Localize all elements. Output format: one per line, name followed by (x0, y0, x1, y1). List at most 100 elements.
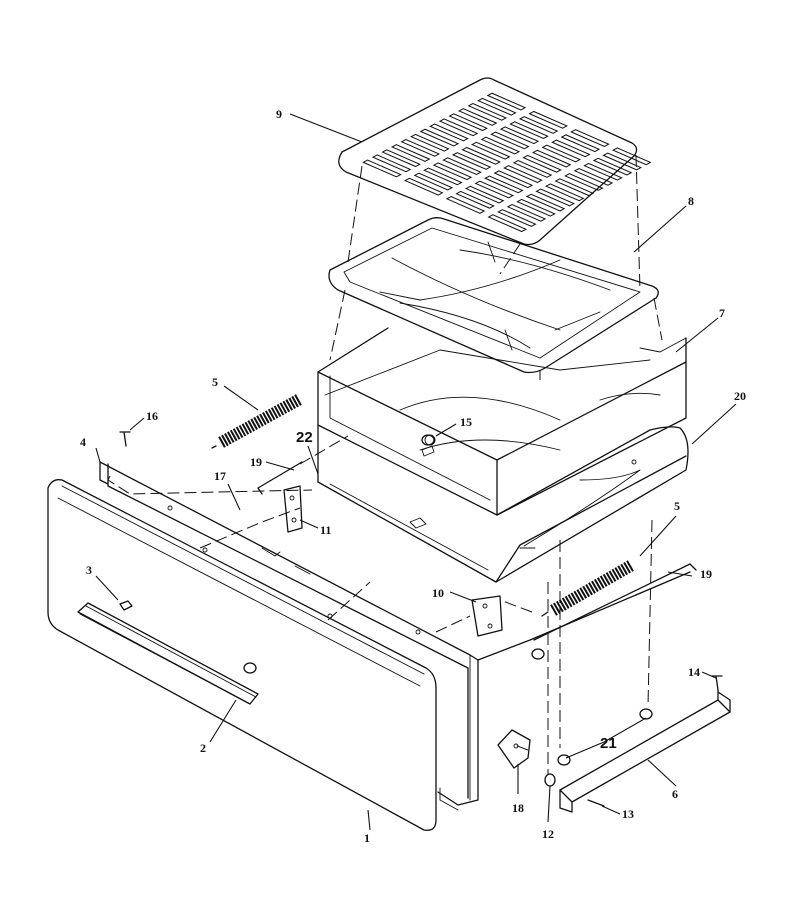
grid-slot (381, 149, 421, 168)
label-part-18: 18 (512, 801, 524, 815)
spring-coil (593, 578, 602, 591)
drawer-front-panel (47, 479, 437, 831)
label-part-6: 6 (672, 787, 678, 801)
grid-slot (484, 175, 524, 194)
grid-slot (451, 152, 492, 170)
spring-coil (599, 575, 608, 587)
spring-coil (259, 413, 267, 426)
spring-coil (608, 570, 617, 582)
drawer-rail (559, 689, 731, 813)
label-part-22: 22 (296, 429, 313, 446)
spring-coil (256, 415, 264, 427)
spring-coil (591, 580, 599, 593)
drawer-frame-panel (99, 461, 691, 811)
grid-slot (516, 198, 556, 217)
spring-coil (244, 421, 253, 434)
spring-coil (570, 592, 579, 604)
label-part-13: 13 (622, 807, 634, 821)
spring-coil (558, 599, 567, 611)
grid-slot (535, 188, 575, 207)
leader-lines (95, 113, 737, 831)
spring-coil (224, 433, 232, 445)
label-part-16: 16 (146, 409, 158, 423)
spring-coil (582, 585, 591, 598)
grid-slot (493, 170, 534, 189)
spring-coil (588, 582, 596, 594)
grid-slot (544, 183, 585, 202)
spring-coil (282, 400, 291, 413)
spring-coil (235, 426, 244, 439)
spring-coil (285, 399, 294, 411)
grid-slot (487, 214, 528, 233)
spring-coil (617, 565, 626, 577)
spring-coil (273, 405, 282, 418)
spring-coil (267, 408, 276, 421)
label-part-3: 3 (86, 563, 92, 577)
spring-coil (626, 560, 634, 572)
spring-coil (276, 403, 285, 416)
drawer-handle (77, 602, 259, 705)
grid-slot (499, 126, 540, 145)
spring-coil (553, 602, 561, 615)
spring-coil (294, 394, 302, 406)
grid-slot (583, 162, 623, 181)
grid-slot (611, 147, 652, 166)
grid-slot (564, 173, 604, 191)
grid-slot (503, 165, 543, 183)
label-part-19-upper: 19 (250, 455, 262, 469)
grid-slot (551, 139, 591, 158)
grid-slot (400, 138, 441, 157)
grid-slot (419, 128, 460, 147)
grid-slot (457, 108, 498, 126)
label-part-21: 21 (600, 735, 617, 752)
grid-slot (518, 116, 559, 134)
grid-slot (490, 131, 530, 150)
spring-coil (218, 436, 226, 448)
label-part-7: 7 (719, 306, 725, 320)
grid-slot (573, 167, 614, 186)
label-part-12: 12 (542, 827, 554, 841)
spring-coil (250, 418, 258, 430)
spring-coil (567, 594, 576, 606)
spring-coil (247, 420, 256, 432)
grid-slot (570, 129, 610, 147)
spring-coil (602, 573, 611, 586)
label-part-17: 17 (214, 469, 226, 483)
grid-slot (429, 123, 469, 142)
grid-slot (512, 160, 553, 178)
grid-slot (413, 172, 454, 191)
grid-slot (474, 180, 515, 199)
grid-slot (531, 149, 572, 168)
grid-slot (442, 157, 482, 176)
drawer-body (317, 424, 689, 583)
grid-slot (509, 121, 549, 140)
spring-coil (576, 589, 585, 601)
spring-coil (288, 397, 296, 409)
spring-coil (605, 572, 614, 584)
grid-slot (602, 152, 642, 171)
grid-slot (541, 144, 582, 163)
spring-coil (262, 412, 270, 424)
label-part-15: 15 (460, 415, 472, 429)
broiler-pan (328, 217, 659, 374)
grid-slot (592, 157, 633, 176)
spring-coil (596, 577, 605, 589)
grid-slot (560, 134, 601, 153)
spring-coil (561, 597, 570, 609)
spring-coil (270, 407, 279, 419)
grid-slot (480, 136, 521, 155)
spring-coil (279, 402, 288, 414)
spring-coil (555, 600, 564, 613)
spring-coil (573, 590, 582, 603)
label-part-14: 14 (688, 665, 700, 679)
spring-coil (253, 416, 261, 429)
grid-slot (525, 193, 566, 212)
label-part-11: 11 (320, 523, 331, 537)
grid-slot (486, 92, 527, 111)
grid-slot (448, 113, 488, 132)
grid-slot (528, 110, 568, 129)
label-part-19-lower: 19 (700, 567, 712, 581)
spring-coil (623, 561, 631, 574)
spring-coil (614, 567, 623, 579)
